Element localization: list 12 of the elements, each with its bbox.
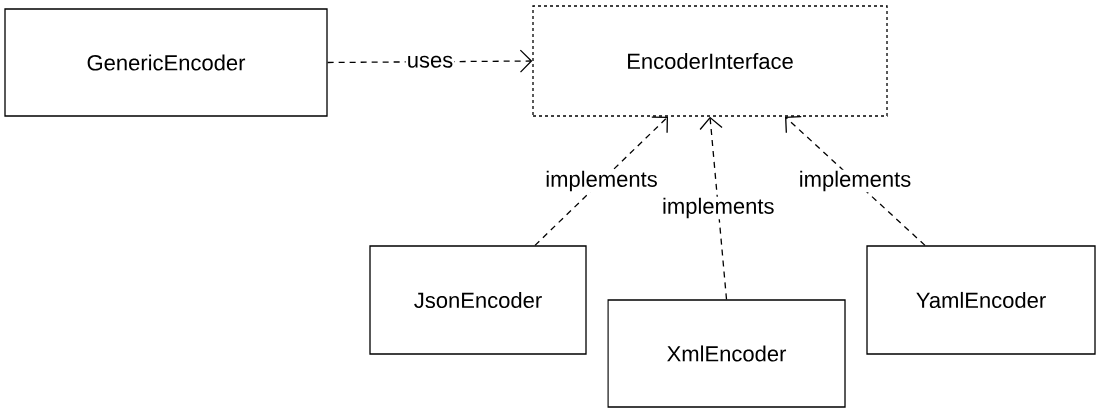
edge-label: implements [800,170,911,192]
interface-box: EncoderInterface [532,5,888,117]
dependency-arrow [534,116,668,246]
edge-label: uses [408,55,453,68]
class-box: XmlEncoder [607,299,846,408]
dependency-arrow [785,115,926,246]
class-box: YamlEncoder [866,245,1096,355]
edge-label: implements [663,197,774,219]
dependency-arrow [699,116,728,300]
class-box: JsonEncoder [369,245,587,355]
edge-label: implements [546,170,657,192]
class-box: GenericEncoder [4,8,328,117]
